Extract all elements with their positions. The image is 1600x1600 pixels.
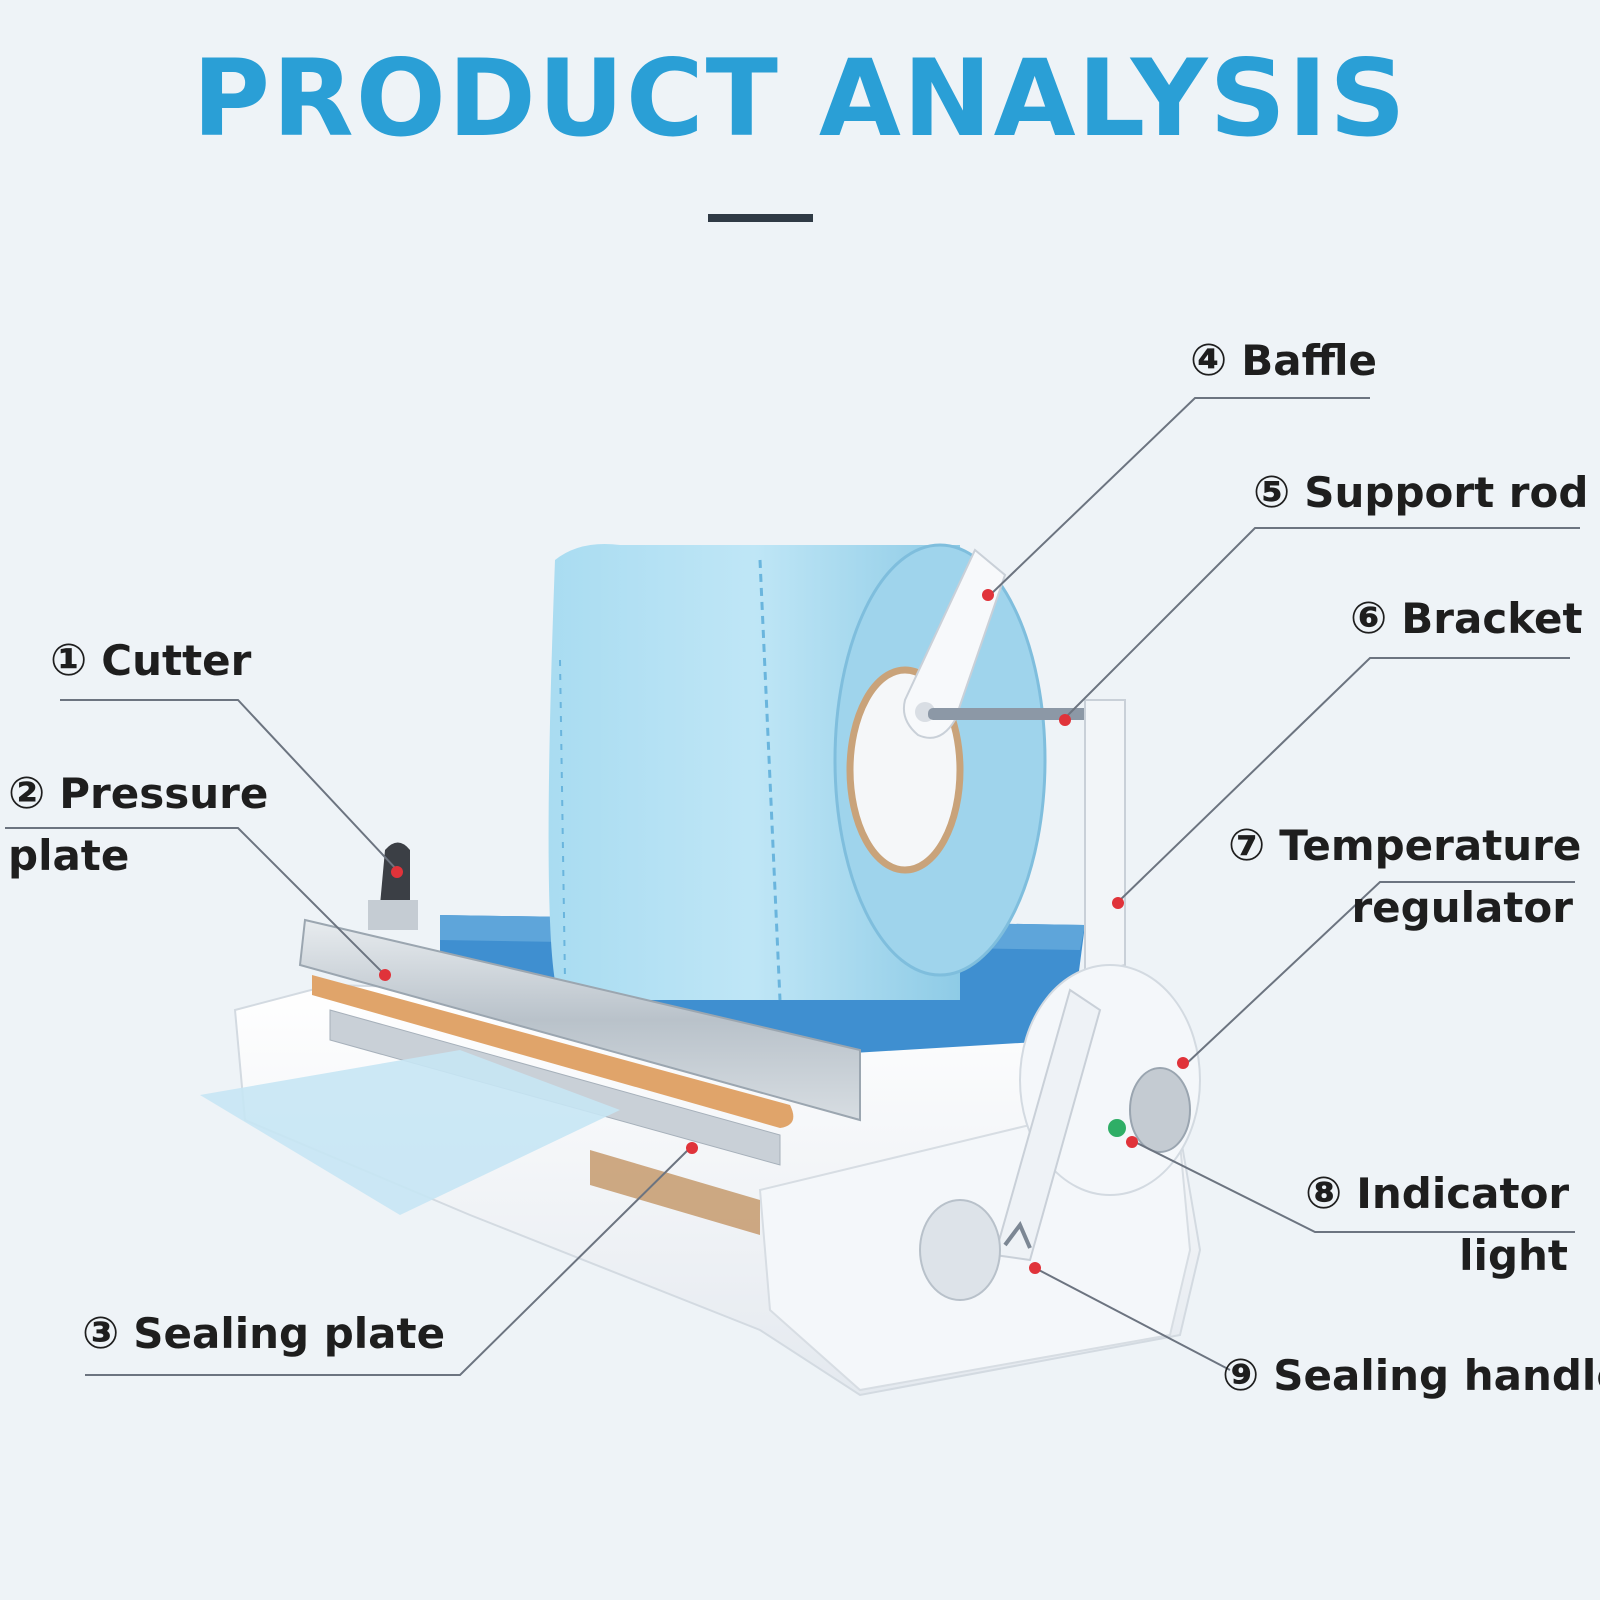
label-indicator-light-line1: Indicator: [1356, 1169, 1570, 1218]
marker-baffle: [982, 589, 994, 601]
leader-lines: [5, 397, 1580, 1376]
label-support-rod: ⑤ Support rod: [1253, 462, 1588, 524]
label-baffle-text: Baffle: [1241, 336, 1377, 385]
label-indicator-light-number: ⑧: [1305, 1168, 1343, 1219]
leader-line-bracket: [1117, 657, 1570, 903]
leader-line-sealing-plate: [85, 1147, 691, 1376]
sealed-film: [200, 1050, 620, 1215]
label-sealing-plate-text: Sealing plate: [133, 1309, 446, 1358]
label-pressure-plate-line1: Pressure: [59, 769, 269, 818]
leader-line-temperature-regulator: [1184, 881, 1575, 1066]
sealing-plate: [590, 1150, 760, 1235]
sterilization-roll: [548, 543, 1047, 1001]
label-indicator-light: ⑧ Indicator light: [1305, 1163, 1570, 1287]
label-bracket-number: ⑥: [1350, 593, 1388, 644]
label-pressure-plate-number: ②: [8, 768, 46, 819]
label-pressure-plate-line2: plate: [8, 831, 130, 880]
marker-temperature-regulator: [1177, 1057, 1189, 1069]
label-sealing-handle: ⑨ Sealing handle: [1222, 1345, 1600, 1407]
label-cutter-number: ①: [50, 635, 88, 686]
leader-line-support-rod: [1064, 527, 1580, 719]
label-sealing-handle-number: ⑨: [1222, 1350, 1260, 1401]
side-controls: [919, 964, 1201, 1301]
label-baffle: ④ Baffle: [1190, 330, 1377, 392]
label-indicator-light-line2: light: [1459, 1231, 1568, 1280]
marker-sealing-handle: [1029, 1262, 1041, 1274]
label-sealing-plate-number: ③: [82, 1308, 120, 1359]
label-support-rod-text: Support rod: [1304, 468, 1589, 517]
label-temperature-regulator-number: ⑦: [1228, 820, 1266, 871]
label-baffle-number: ④: [1190, 335, 1228, 386]
leader-line-pressure-plate: [5, 827, 386, 976]
marker-sealing-plate: [686, 1142, 698, 1154]
title-divider: [708, 214, 813, 222]
marker-cutter: [391, 866, 403, 878]
label-bracket-text: Bracket: [1401, 594, 1583, 643]
marker-bracket: [1112, 897, 1124, 909]
label-cutter-text: Cutter: [101, 636, 252, 685]
leader-line-baffle: [989, 397, 1370, 596]
red-markers: [379, 589, 1189, 1274]
cutter-handle: [368, 842, 418, 930]
label-support-rod-number: ⑤: [1253, 467, 1291, 518]
label-temperature-regulator-line1: Temperature: [1279, 821, 1582, 870]
marker-support-rod: [1059, 714, 1071, 726]
label-sealing-plate: ③ Sealing plate: [82, 1303, 445, 1365]
page-title: PRODUCT ANALYSIS: [192, 37, 1408, 160]
label-temperature-regulator-line2: regulator: [1351, 883, 1573, 932]
leader-line-sealing-handle: [1034, 1267, 1231, 1371]
label-cutter: ① Cutter: [50, 630, 251, 692]
marker-pressure-plate: [379, 969, 391, 981]
label-sealing-handle-text: Sealing handle: [1273, 1351, 1600, 1400]
marker-indicator-light: [1126, 1136, 1138, 1148]
label-pressure-plate: ② Pressure plate: [8, 763, 268, 887]
leader-line-indicator-light: [1134, 1141, 1575, 1233]
label-temperature-regulator: ⑦ Temperature regulator: [1228, 815, 1581, 939]
leader-line-cutter: [60, 699, 398, 871]
label-bracket: ⑥ Bracket: [1350, 588, 1583, 650]
